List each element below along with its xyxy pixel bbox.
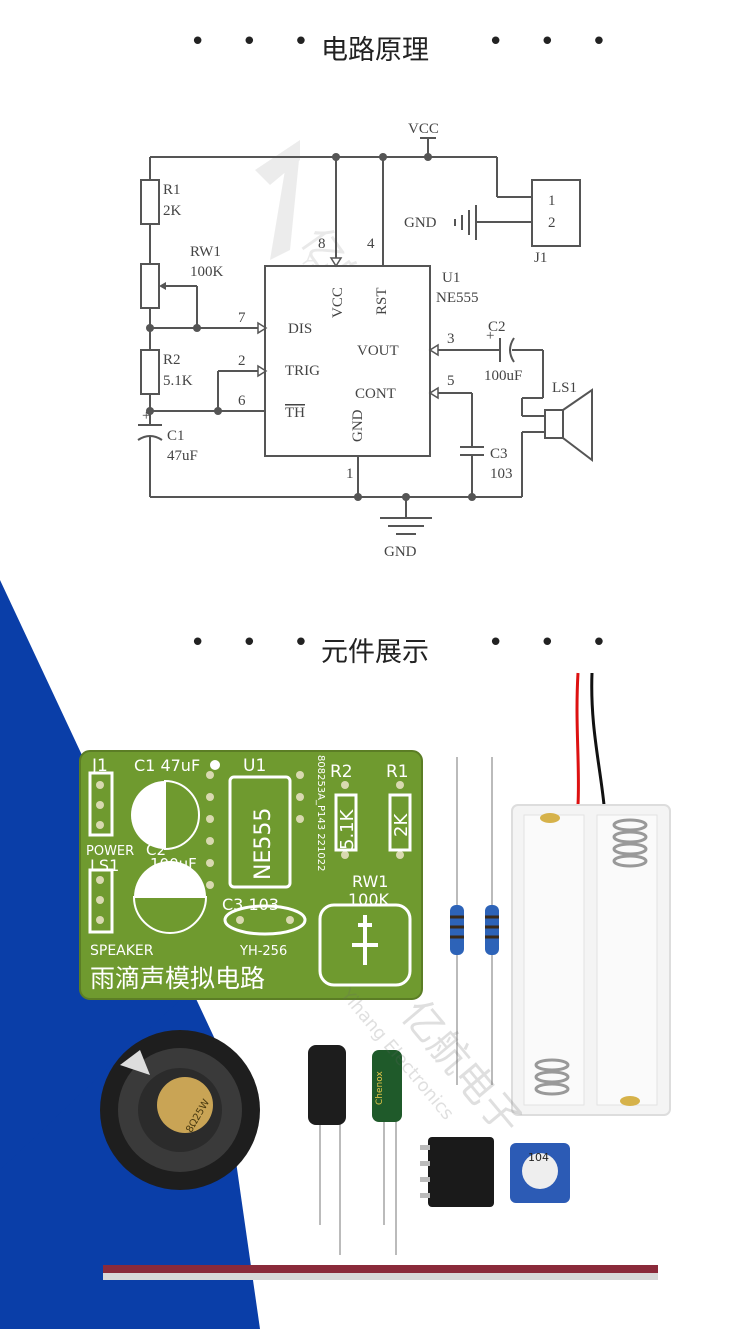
j1-pin1: 1 — [548, 193, 556, 209]
c3-val: 103 — [490, 466, 513, 482]
pcb-c1: C1 47uF — [134, 756, 200, 775]
ls1-ref: LS1 — [552, 380, 577, 396]
vcc-label: VCC — [408, 121, 439, 137]
u1-ref: U1 — [442, 270, 460, 286]
r1-resistor — [140, 179, 160, 225]
pcb-speaker: SPEAKER — [90, 943, 154, 959]
c1-val: 47uF — [167, 448, 198, 464]
pcb-c3: C3 103 — [222, 895, 279, 914]
pin-vout-label: VOUT — [357, 343, 399, 359]
title-dots-left: • • • — [190, 27, 323, 57]
pcb-j1: J1 — [91, 756, 108, 776]
pin4: 4 — [367, 236, 375, 252]
pcb-ne555: NE555 — [251, 808, 276, 880]
pin-vcc-label: VCC — [330, 287, 346, 318]
pin-dis-label: DIS — [288, 321, 312, 337]
potentiometer: 104 — [510, 1143, 570, 1203]
resistors — [450, 757, 499, 1085]
rw1-val: 100K — [190, 264, 224, 280]
rw1-ref: RW1 — [190, 244, 221, 260]
rw1-potentiometer — [140, 263, 160, 309]
pin-th-label: TH — [285, 405, 305, 421]
pin-trig-label: TRIG — [285, 363, 320, 379]
pin3: 3 — [447, 331, 455, 347]
pcb-r1-val: 2K — [391, 813, 412, 837]
pcb-board: J1 C1 47uF U1 R2 R1 NE555 5.1K 2K 808253… — [79, 750, 423, 1000]
title2-dots-right: • • • — [488, 628, 621, 658]
pin1: 1 — [346, 466, 354, 482]
j1-connector — [531, 179, 581, 247]
pin-rst-label: RST — [374, 287, 390, 315]
capacitors: Chenox — [308, 1045, 402, 1255]
battery-holder — [511, 672, 671, 1116]
r1-val: 2K — [163, 203, 182, 219]
title2-dots-left: • • • — [190, 628, 323, 658]
r2-resistor — [140, 349, 160, 395]
pcb-c2: C2 — [146, 841, 166, 859]
pin7: 7 — [238, 310, 246, 326]
pcb-r1: R1 — [386, 762, 409, 782]
watermark-logo — [255, 140, 300, 260]
pin-cont-label: CONT — [355, 386, 396, 402]
pin6: 6 — [238, 393, 246, 409]
u1-val: NE555 — [436, 290, 479, 306]
c1-plus: + — [142, 408, 150, 424]
c2-ref: C2 — [488, 319, 506, 335]
pcb-c2-val: 100uF — [150, 855, 197, 873]
pcb-power: POWER — [86, 844, 134, 859]
pcb-r2-val: 5.1K — [337, 808, 358, 850]
cap-brand: Chenox — [375, 1071, 385, 1105]
speaker: 8Ω25W — [100, 1030, 260, 1190]
gnd-bottom-label: GND — [384, 544, 417, 560]
pin2: 2 — [238, 353, 246, 369]
pcb-side-code: 808253A_P143 221022 — [315, 755, 326, 871]
pin-gnd-label: GND — [350, 409, 366, 442]
pin5: 5 — [447, 373, 455, 389]
pot-label: 104 — [528, 1151, 549, 1164]
components-title: 元件展示 — [321, 637, 429, 668]
title-dots-right: • • • — [488, 27, 621, 57]
r2-val: 5.1K — [163, 373, 193, 389]
pcb-rw1: RW1 — [352, 872, 388, 891]
circuit-schematic: 亿航电子 Yihang Electronics VCC 1 2 J1 GND R… — [137, 121, 593, 560]
ribbon-wire — [103, 1265, 658, 1280]
r1-ref: R1 — [163, 182, 181, 198]
j1-ref: J1 — [534, 250, 547, 266]
c3-ref: C3 — [490, 446, 508, 462]
pcb-r2: R2 — [330, 762, 353, 782]
pcb-ls1: LS1 — [90, 856, 119, 875]
photo-watermark: 亿航电子 Yihang Electronics — [336, 984, 531, 1144]
pcb-u1: U1 — [243, 756, 266, 776]
c1-ref: C1 — [167, 428, 185, 444]
components-photo: J1 C1 47uF U1 R2 R1 NE555 5.1K 2K 808253… — [79, 672, 671, 1280]
u1-ic — [264, 265, 431, 457]
pcb-title: 雨滴声模拟电路 — [90, 964, 265, 993]
r2-ref: R2 — [163, 352, 181, 368]
pin8: 8 — [318, 236, 326, 252]
schematic-title: 电路原理 — [321, 35, 429, 66]
pcb-yh: YH-256 — [239, 944, 287, 959]
ls1-speaker — [544, 409, 564, 439]
ic-chip — [420, 1137, 494, 1207]
c2-plus: + — [486, 328, 494, 344]
j1-pin2: 2 — [548, 215, 556, 231]
c2-val: 100uF — [484, 368, 522, 384]
pcb-rw1-val: 100K — [348, 890, 390, 909]
gnd-top-label: GND — [404, 215, 437, 231]
